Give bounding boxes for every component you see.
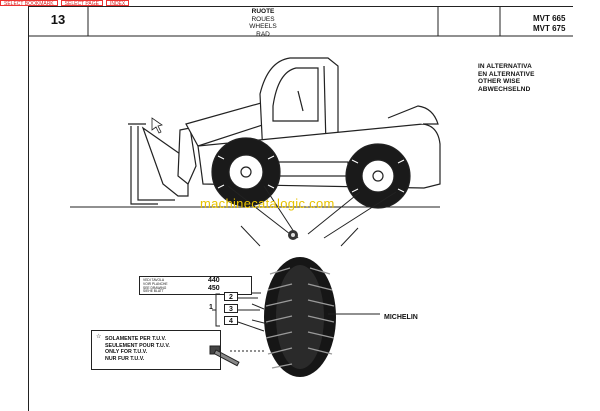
section-title: RUOTE ROUES WHEELS RAD bbox=[213, 8, 313, 38]
alt-german: ABWECHSELND bbox=[478, 85, 531, 93]
telehandler-illustration bbox=[128, 57, 441, 209]
callout-bracket bbox=[212, 292, 269, 332]
tuv-german: NUR FUR T.U.V. bbox=[105, 355, 145, 362]
catalog-page: 13 RUOTE ROUES WHEELS RAD MVT 665 MVT 67… bbox=[28, 6, 573, 411]
alternative-note: IN ALTERNATIVA EN ALTERNATIVE OTHER WISE… bbox=[478, 63, 535, 93]
page-number: 13 bbox=[50, 12, 66, 27]
page-frame bbox=[28, 6, 573, 411]
callout-2: 2 bbox=[224, 292, 238, 301]
tuv-note-box: ☆ SOLAMENTE PER T.U.V. SEULEMENT POUR T.… bbox=[91, 330, 221, 370]
wheel-nut bbox=[288, 230, 298, 240]
ref-label-fr: VOIR PLANCHE bbox=[143, 281, 168, 286]
cross-reference-box: VEDI TAVOLA VOIR PLANCHE SEE DRAWING SIE… bbox=[139, 276, 252, 295]
select-page-tab[interactable]: SELECT PAGE bbox=[60, 0, 103, 7]
tuv-note-lines: SOLAMENTE PER T.U.V. SEULEMENT POUR T.U.… bbox=[105, 336, 170, 362]
ref-label-it: VEDI TAVOLA bbox=[143, 278, 165, 282]
ref-label-en: SEE DRAWING bbox=[143, 285, 167, 290]
select-bookmark-tab[interactable]: SELECT BOOKMARK bbox=[0, 0, 58, 7]
star-icon: ☆ bbox=[96, 334, 102, 340]
tuv-italian: SOLAMENTE PER T.U.V. bbox=[105, 336, 167, 342]
top-navigation: SELECT BOOKMARK SELECT PAGE INDEX bbox=[0, 0, 130, 7]
tire-brand-label: MICHELIN bbox=[384, 314, 418, 321]
tuv-french: SEULEMENT POUR T.U.V. bbox=[105, 342, 170, 349]
alt-english: OTHER WISE bbox=[478, 78, 521, 85]
watermark-text: machinecatalogic.com bbox=[200, 196, 335, 211]
title-english: WHEELS bbox=[249, 23, 277, 30]
ref-page-450[interactable]: 450 bbox=[208, 285, 220, 292]
model-list: MVT 665 MVT 675 bbox=[533, 14, 565, 34]
callout-4: 4 bbox=[224, 316, 238, 325]
technical-drawing bbox=[28, 6, 573, 377]
title-german: RAD bbox=[256, 30, 270, 38]
cross-reference-numbers: 440 450 bbox=[208, 277, 220, 293]
model-665: MVT 665 bbox=[533, 14, 566, 23]
callout-1: 1 bbox=[209, 304, 213, 311]
wheel-nut-leaders bbox=[227, 185, 397, 247]
ref-label-de: SIEHE BLATT bbox=[143, 289, 164, 294]
title-french: ROUES bbox=[251, 15, 275, 23]
model-675: MVT 675 bbox=[533, 24, 566, 33]
tire-illustration bbox=[264, 257, 336, 377]
alt-italian: IN ALTERNATIVA bbox=[478, 63, 532, 70]
callout-3: 3 bbox=[224, 304, 238, 313]
cross-reference-labels: VEDI TAVOLA VOIR PLANCHE SEE DRAWING SIE… bbox=[143, 278, 168, 294]
tuv-english: ONLY FOR T.U.V. bbox=[105, 349, 148, 355]
alt-french: EN ALTERNATIVE bbox=[478, 70, 535, 78]
header-rules bbox=[28, 6, 573, 37]
title-italian: RUOTE bbox=[251, 8, 275, 15]
ref-page-440[interactable]: 440 bbox=[208, 277, 220, 284]
index-tab[interactable]: INDEX bbox=[105, 0, 130, 7]
